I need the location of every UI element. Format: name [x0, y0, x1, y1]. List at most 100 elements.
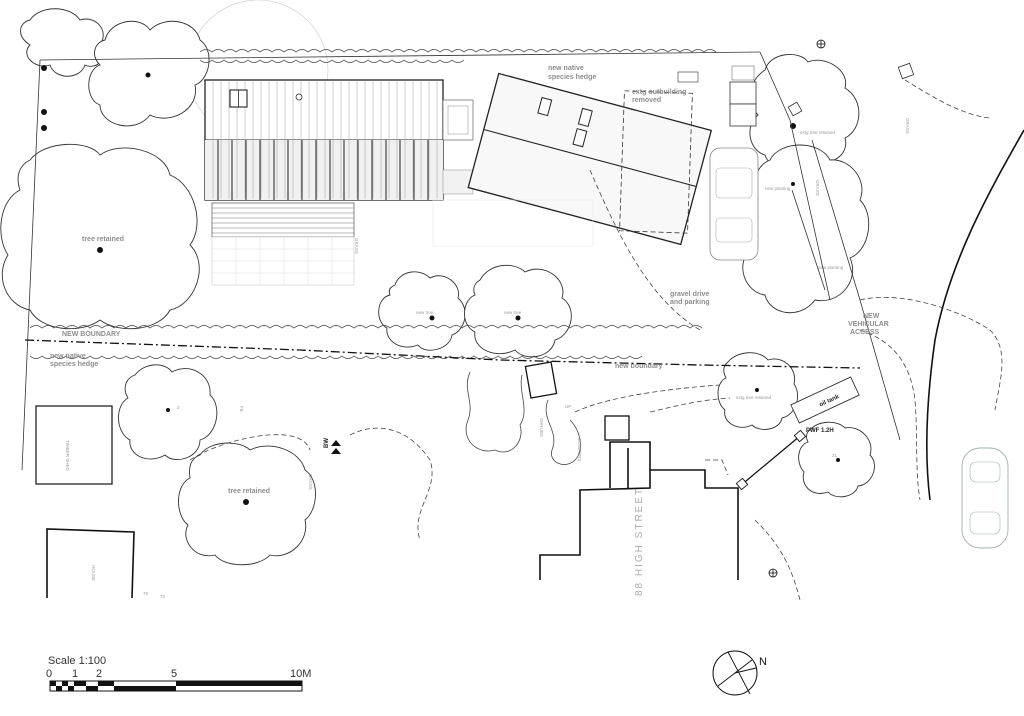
survey-mark-icon	[816, 39, 826, 49]
scale-tick-2: 2	[96, 668, 102, 680]
path-dashed-4	[649, 397, 731, 413]
tree-trunk-dot	[755, 388, 759, 392]
label-high-street: 88 HIGH STREET	[634, 487, 645, 596]
label-extg-tree-retained-1: extg tree retained	[800, 130, 836, 135]
marker-box	[897, 62, 915, 80]
label-grass-4: GRASS	[308, 474, 313, 490]
label-hedge-left-2: species hedge	[50, 361, 98, 368]
tree-extg-right: extg tree retained	[717, 352, 798, 430]
road-edge	[925, 129, 1024, 501]
label-timber-shed: TIMBER SHED	[65, 440, 70, 472]
label-bw: BW	[324, 438, 330, 448]
parking-bays	[729, 65, 757, 127]
post-marker	[41, 109, 47, 115]
scale-tick-1: 1	[72, 668, 78, 680]
tree-top-mid	[88, 20, 210, 127]
label-gravel-2: and parking	[670, 299, 710, 306]
label-outbuilding-1: extg outbuilding	[632, 89, 686, 96]
high-street-building	[524, 361, 739, 580]
label-extg-tree-retained-2: extg tree retained	[736, 395, 772, 400]
post-marker	[41, 125, 47, 131]
label-n21: 21	[832, 453, 838, 458]
building-angled	[467, 72, 713, 246]
vehicular-access-line	[791, 189, 826, 291]
tree-trunk-dot	[515, 315, 521, 321]
label-outbuilding-2: removed	[632, 97, 661, 104]
tree-trunk-dot	[243, 499, 249, 505]
road-dash-3	[859, 329, 921, 501]
label-n2: 2	[177, 405, 180, 410]
tree-trunk-dot	[97, 247, 103, 253]
label-hedge-left-1: new native	[50, 353, 86, 360]
label-house: HOUSE	[91, 565, 96, 581]
shrubs-mid	[465, 371, 581, 465]
label-grass-2: GRASS	[815, 180, 820, 196]
tree-top-left	[20, 8, 104, 77]
label-tree-retained-lower: tree retained	[228, 488, 270, 495]
scale-tick-0: 0	[46, 668, 52, 680]
label-hedge-top-2: species hedge	[548, 74, 596, 81]
tree-n21: 21	[798, 421, 875, 498]
tree-trunk-dot	[145, 72, 151, 78]
small-box	[677, 71, 699, 83]
pwf-line	[739, 435, 801, 487]
label-fb: FB	[239, 406, 244, 412]
post-marker	[41, 65, 47, 71]
label-up: UP	[565, 404, 571, 409]
boundary-right-top	[759, 51, 831, 301]
tree-new-1: new tree	[378, 271, 466, 351]
flue-icon	[295, 93, 303, 101]
boundary-top	[39, 51, 761, 61]
tree-new-2: new tree	[464, 264, 572, 358]
path-dashed-3	[574, 384, 721, 413]
extg-outbuilding-outline	[619, 90, 693, 234]
hedge-lower	[29, 355, 643, 359]
building-main	[204, 79, 444, 201]
scale-title: Scale 1:100	[48, 655, 106, 667]
house-outline	[46, 528, 135, 599]
label-conifers: CONIFERS	[577, 438, 582, 461]
label-gravel-1: gravel drive	[670, 291, 709, 298]
path-dashed-6	[589, 169, 701, 331]
car-road	[961, 447, 1009, 549]
label-shrubs: SHRUBS	[539, 418, 544, 437]
label-new-boundary-right: new boundary	[615, 363, 663, 370]
timber-shed	[35, 405, 113, 485]
scale-tick-5: 5	[171, 668, 177, 680]
rooflight-icon	[577, 107, 593, 128]
label-hedge-top-1: new native	[548, 65, 584, 72]
boundary-left	[21, 59, 41, 471]
rooflight-icon	[572, 128, 588, 148]
paving-area	[432, 199, 594, 247]
hedge-middle	[29, 325, 703, 329]
tree-trunk-dot	[791, 182, 795, 186]
label-pwf: PWF 1.2H	[806, 428, 834, 434]
label-new-planting-1: new planting	[765, 186, 791, 191]
survey-mark-icon	[768, 568, 778, 578]
north-label: N	[759, 656, 767, 668]
label-access-2: VEHICULAR	[848, 321, 889, 328]
label-grass-1: GRASS	[354, 238, 359, 254]
scale-bar: Scale 1:100 0 1 2 5 10M	[46, 655, 311, 692]
label-tree-retained-left: tree retained	[82, 236, 124, 243]
label-n76: 76	[160, 594, 166, 599]
label-access-3: ACCESS	[850, 329, 880, 336]
hedge-top	[199, 49, 717, 53]
rooflight-icon	[537, 96, 553, 117]
tree-trunk-dot	[429, 315, 435, 321]
label-access-1: NEW	[863, 313, 880, 320]
terrace	[211, 202, 355, 286]
label-new-tree-1: new tree	[416, 310, 434, 315]
tree-large-left: tree retained	[0, 143, 200, 330]
label-new-planting-2: new planting	[818, 265, 844, 270]
new-boundary-line	[24, 339, 861, 369]
north-arrow-icon: N	[712, 650, 767, 696]
tree-bottom-center: tree retained	[178, 442, 316, 566]
tree-trunk-dot	[166, 408, 170, 412]
hedge-top-inner	[199, 59, 465, 63]
label-grass-3: GRASS	[905, 118, 910, 134]
access-line-2	[811, 139, 901, 441]
car-parked	[709, 147, 759, 261]
label-new-tree-2: new tree	[504, 310, 522, 315]
